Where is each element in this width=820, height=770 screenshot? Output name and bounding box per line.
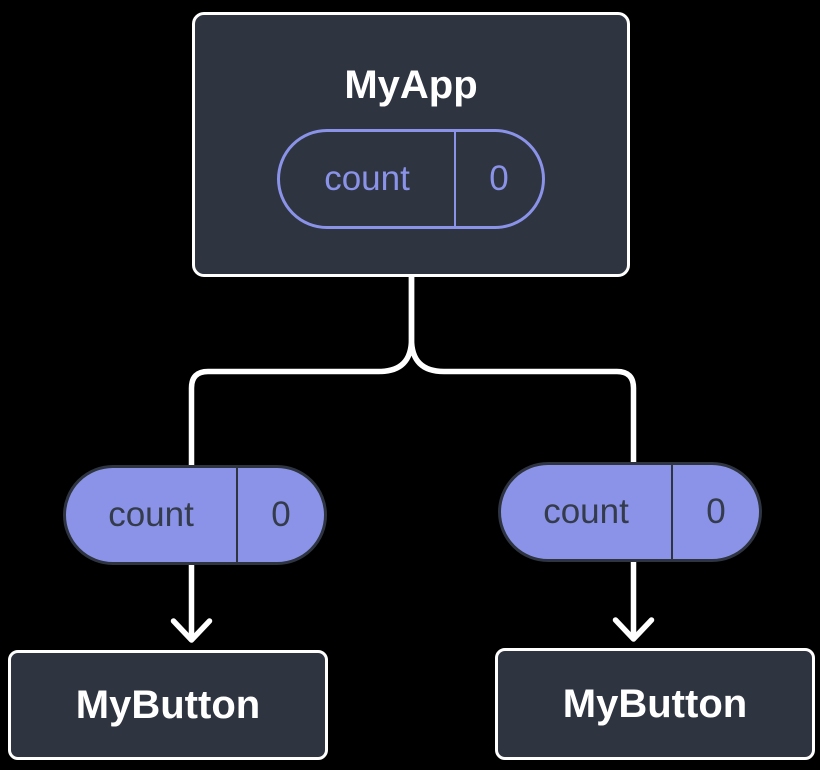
prop-pill-right-label: count	[543, 492, 629, 531]
state-pill-root-label: count	[324, 158, 410, 198]
arrow-left-head	[170, 618, 213, 643]
node-myapp-title: MyApp	[344, 62, 478, 107]
prop-pill-left: count 0	[63, 465, 327, 565]
node-mybutton-left-title: MyButton	[75, 683, 261, 727]
node-myapp: MyApp count 0	[192, 12, 630, 277]
prop-pill-left-label: count	[108, 495, 194, 534]
state-pill-root: count 0	[277, 128, 545, 229]
node-mybutton-right-title: MyButton	[562, 682, 748, 726]
prop-pill-left-value: 0	[236, 468, 324, 562]
branch-right-line	[408, 270, 637, 467]
arrow-down-icon-left	[170, 561, 213, 643]
arrow-down-icon-right	[612, 558, 655, 642]
prop-pill-right: count 0	[498, 462, 762, 562]
node-mybutton-left: MyButton	[8, 650, 328, 760]
node-mybutton-right: MyButton	[495, 648, 815, 760]
arrow-right-head	[612, 617, 655, 642]
prop-pill-right-value: 0	[671, 465, 759, 559]
branch-left-line	[188, 270, 415, 470]
state-pill-root-value: 0	[454, 131, 542, 226]
